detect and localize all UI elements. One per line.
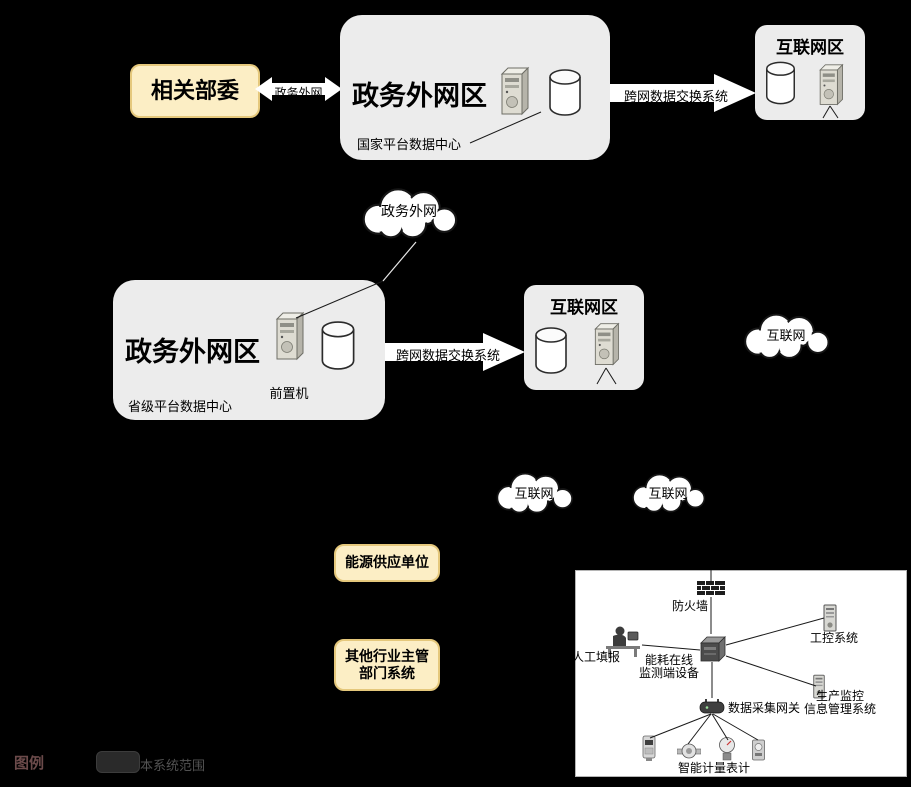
front-machine-label: 前置机 <box>269 386 309 401</box>
internet-cloud-2-label: 互联网 <box>648 486 688 501</box>
production-system-label-line1: 生产监控 <box>815 689 864 703</box>
smart-meters-label: 智能计量表计 <box>677 761 750 775</box>
other-industry-box: 其他行业主管 部门系统 <box>334 639 440 691</box>
internet-zone-top-title: 互联网区 <box>776 38 844 57</box>
exchange-arrow-middle-label: 跨网数据交换系统 <box>395 348 500 363</box>
smart-meter-icon-3 <box>719 737 735 761</box>
internet-cloud-right-label: 互联网 <box>766 328 806 343</box>
smart-meter-icon-4 <box>752 739 765 761</box>
firewall-icon <box>697 581 725 595</box>
other-industry-label-line1: 其他行业主管 <box>345 647 429 664</box>
other-industry-label-line2: 部门系统 <box>359 665 415 681</box>
related-ministries-box: 相关部委 <box>130 64 260 118</box>
firewall-label: 防火墙 <box>672 599 709 613</box>
production-system-label-line2: 信息管理系统 <box>803 701 876 716</box>
related-ministries-label: 相关部委 <box>150 78 239 104</box>
enterprise-monitoring-panel <box>575 570 907 777</box>
gateway-icon <box>699 699 725 714</box>
gov-extranet-cloud-label: 政务外网 <box>381 203 437 219</box>
legend-title: 图例 <box>14 755 45 772</box>
server-icon <box>815 62 846 109</box>
smart-meter-icon-2 <box>677 743 701 759</box>
database-icon <box>546 68 584 116</box>
manual-report-label: 人工填报 <box>572 650 621 664</box>
smart-meter-icon-1 <box>642 735 656 761</box>
database-icon <box>764 60 797 105</box>
monitoring-terminal-label: 能耗在线 监测端设备 <box>636 654 702 680</box>
database-icon <box>533 326 569 374</box>
ics-label: 工控系统 <box>809 631 858 645</box>
legend-scope-swatch <box>96 751 140 773</box>
monitoring-terminal-icon <box>700 636 726 662</box>
national-datacenter-label: 国家平台数据中心 <box>357 137 462 152</box>
server-icon <box>590 320 622 370</box>
front-machine-server-icon <box>271 310 307 364</box>
exchange-arrow-top-label: 跨网数据交换系统 <box>623 89 728 104</box>
production-system-label: 生产监控 信息管理系统 <box>796 690 884 716</box>
exchange-arrow-middle <box>385 333 525 371</box>
provincial-zone-title: 政务外网区 <box>125 337 260 367</box>
internet-zone-middle-title: 互联网区 <box>550 298 618 317</box>
gov-extranet-link-label: 政务外网 <box>274 86 323 100</box>
legend-scope-label: 本系统范围 <box>140 758 206 773</box>
gateway-label: 数据采集网关 <box>728 701 801 715</box>
provincial-datacenter-label: 省级平台数据中心 <box>128 399 233 414</box>
double-arrow <box>255 77 342 101</box>
ics-server-icon <box>822 604 838 632</box>
energy-supplier-box: 能源供应单位 <box>334 544 440 582</box>
internet-cloud-1-label: 互联网 <box>514 486 554 501</box>
server-icon <box>496 66 532 118</box>
manual-report-person-icon <box>606 626 640 657</box>
database-icon <box>318 320 358 370</box>
monitoring-terminal-label-line1: 能耗在线 <box>644 653 693 667</box>
monitoring-terminal-label-line2: 监测端设备 <box>638 665 699 680</box>
energy-supplier-label: 能源供应单位 <box>345 554 429 571</box>
exchange-arrow-top <box>610 74 756 112</box>
national-zone-title: 政务外网区 <box>352 81 487 111</box>
